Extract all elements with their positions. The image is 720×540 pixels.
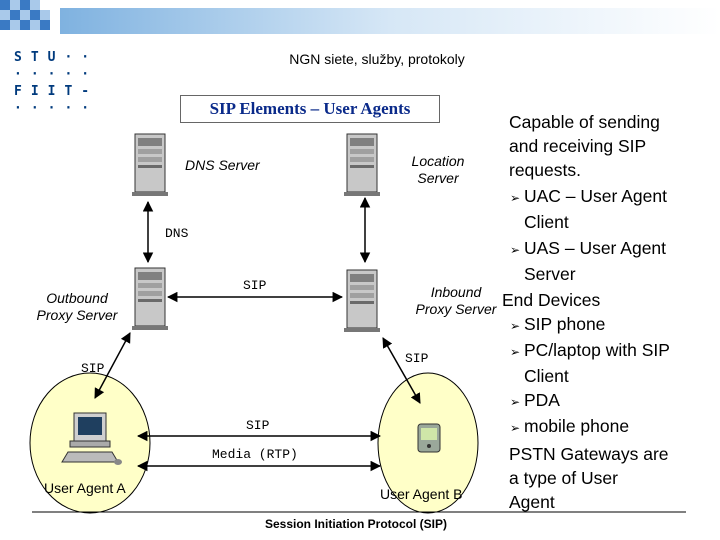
bullet-line: Server [524,264,576,284]
dns-server-label: DNS Server [185,157,260,173]
bullet-line: requests. [509,160,581,180]
bullet-pstn: PSTN Gateways are a type of User Agent [502,442,714,514]
bullet-capable: Capable of sending and receiving SIP req… [502,110,714,182]
outbound-proxy-label-line: Proxy Server [36,307,118,323]
user-agent-b-label: User Agent B [380,486,463,502]
bullet-list: Capable of sending and receiving SIP req… [502,110,714,514]
bullet-line: PSTN Gateways are [509,444,669,464]
bullet-line: Agent [509,492,555,512]
header-title: NGN siete, služby, protokoly [289,51,465,67]
user-agent-a-label: User Agent A [44,480,126,496]
dns-link-label: DNS [165,226,189,241]
arrow-bullet-icon: ➢ [510,395,521,409]
location-server-label: Location Server [405,153,471,187]
bullet-line: Client [524,366,569,386]
bullet-line: a type of User [509,468,618,488]
inbound-proxy-icon [343,269,381,333]
bullet-line: mobile phone [524,416,630,436]
logo-row: ····· [14,67,99,82]
bullet-end-devices: End Devices [502,290,601,310]
bullet-pda: ➢PDA [502,388,714,414]
bullet-line: SIP phone [524,314,606,334]
pda-icon [417,423,441,453]
bullet-line: Client [524,212,569,232]
bullet-pc: ➢PC/laptop with SIP Client [502,338,714,388]
arrow-bullet-icon: ➢ [510,345,521,359]
bullet-sip-phone: ➢SIP phone [502,312,714,338]
location-server-label-line: Location [411,153,465,169]
bullet-line: and receiving SIP [509,136,647,156]
arrow-bullet-icon: ➢ [510,191,521,205]
stu-fiit-logo: STU·· ····· FIIT- ····· [14,50,104,120]
logo-row: STU·· [14,50,99,65]
inbound-proxy-label-line: Inbound [430,284,482,300]
logo-row: FIIT- [14,84,99,99]
header-decoration [0,0,720,34]
sip-right-link-label: SIP [405,351,429,366]
bullet-uas: ➢UAS – User Agent Server [502,236,714,286]
sip-direct-link-label: SIP [246,418,270,433]
outbound-proxy-label-line: Outbound [46,290,108,306]
sip-proxy-link-label: SIP [243,278,267,293]
media-rtp-label: Media (RTP) [212,447,298,462]
bullet-uac: ➢UAC – User Agent Client [502,184,714,234]
bullet-line: Capable of sending [509,112,660,132]
dns-server-icon [131,133,169,197]
location-server-icon [343,133,381,197]
arrow-bullet-icon: ➢ [510,319,521,333]
slide-title: SIP Elements – User Agents [180,95,440,123]
bullet-line: PC/laptop with SIP [524,340,670,360]
inbound-proxy-label-line: Proxy Server [415,301,497,317]
logo-row: ····· [14,101,99,116]
inbound-ua-b-arrow [382,337,421,404]
arrow-bullet-icon: ➢ [510,421,521,435]
location-server-label-line: Server [417,170,459,186]
computer-icon [61,412,122,465]
bullet-line: PDA [524,390,560,410]
ua-a-outbound-arrow [94,332,131,399]
bullet-mobile: ➢mobile phone [502,414,714,440]
outbound-proxy-label: Outbound Proxy Server [24,290,130,324]
outbound-proxy-icon [131,267,169,331]
bullet-line: UAC – User Agent [524,186,667,206]
sip-left-link-label: SIP [81,361,105,376]
footer-title: Session Initiation Protocol (SIP) [264,517,447,531]
arrow-bullet-icon: ➢ [510,243,521,257]
bullet-line: UAS – User Agent [524,238,667,258]
inbound-proxy-label: Inbound Proxy Server [404,284,508,318]
